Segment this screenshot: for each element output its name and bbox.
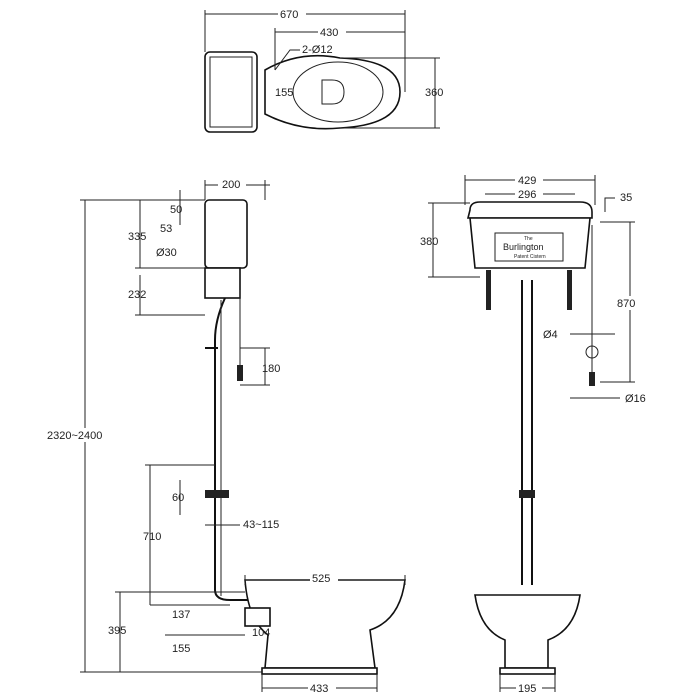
cistern-top-outline xyxy=(204,51,258,133)
brand-line1: The xyxy=(524,236,533,242)
dim-429: 429 xyxy=(518,175,536,187)
dim-870: 870 xyxy=(617,298,635,310)
pan-base xyxy=(261,667,378,675)
toilet-pan-front xyxy=(474,594,581,669)
dim-35: 35 xyxy=(620,192,632,204)
dim-296: 296 xyxy=(518,189,536,201)
cistern-side xyxy=(204,199,248,269)
top-view: 670 430 2-Ø12 155 360 xyxy=(204,7,443,133)
dim-195: 195 xyxy=(518,683,536,695)
dim-chain: Ø4 xyxy=(543,329,558,341)
cistern-bracket xyxy=(204,267,241,299)
dim-430: 430 xyxy=(320,27,338,39)
dim-handle: Ø16 xyxy=(625,393,646,405)
dim-104: 104 xyxy=(252,627,270,639)
dim-200: 200 xyxy=(222,179,240,191)
side-view: 2320~2400 200 50 53 335 Ø30 232 180 710 … xyxy=(45,177,406,695)
dim-525: 525 xyxy=(312,573,330,585)
dim-433: 433 xyxy=(310,683,328,695)
dim-60: 60 xyxy=(172,492,184,504)
d-shape-opening xyxy=(321,79,345,105)
brand-line3: Patent Cistern xyxy=(514,254,546,260)
brand-plate xyxy=(494,232,564,262)
dim-180: 180 xyxy=(262,363,280,375)
dim-155-top: 155 xyxy=(275,87,293,99)
seat-opening xyxy=(292,61,384,123)
dim-232: 232 xyxy=(128,289,146,301)
dim-155-side: 155 xyxy=(172,643,190,655)
dim-inlet: Ø30 xyxy=(156,247,177,259)
cistern-top-inner xyxy=(209,56,253,128)
flush-pipe-side xyxy=(214,297,265,601)
dim-total-height: 2320~2400 xyxy=(47,430,102,442)
pipe-bracket xyxy=(205,490,229,498)
dim-710: 710 xyxy=(143,531,161,543)
front-view: The Burlington Patent Cistern 429 296 35… xyxy=(420,173,646,695)
dim-380: 380 xyxy=(420,236,438,248)
dim-395: 395 xyxy=(108,625,126,637)
dim-335: 335 xyxy=(128,231,146,243)
dim-137: 137 xyxy=(172,609,190,621)
dim-offset: 43~115 xyxy=(243,519,279,531)
brand-line2: Burlington xyxy=(503,242,544,252)
dim-53: 53 xyxy=(160,223,172,235)
dim-50: 50 xyxy=(170,204,182,216)
dim-670: 670 xyxy=(280,9,298,21)
bowl-top-outline xyxy=(264,54,401,130)
dim-360: 360 xyxy=(425,87,443,99)
dim-holes: 2-Ø12 xyxy=(302,44,333,56)
cistern-front xyxy=(469,217,591,269)
cistern-lid xyxy=(466,201,593,219)
